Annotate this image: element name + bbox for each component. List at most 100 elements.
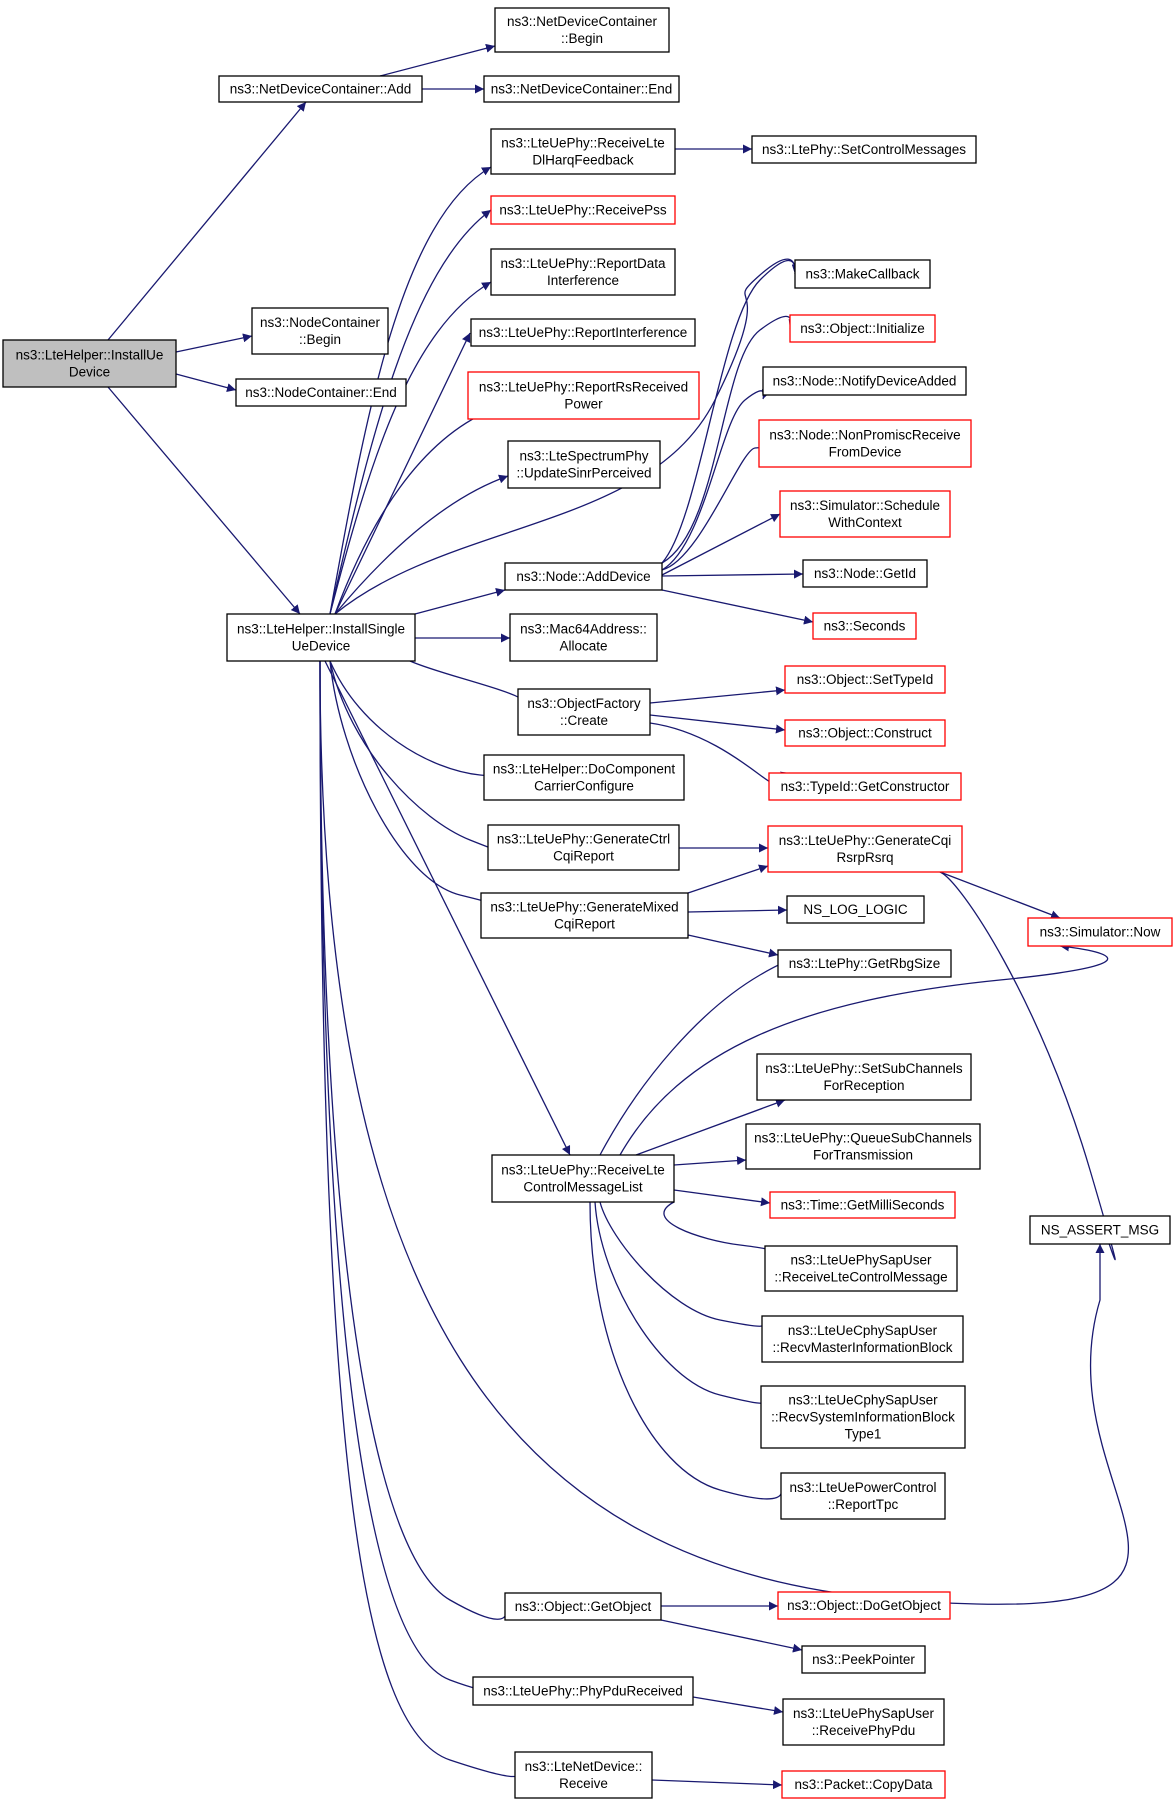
node-ndc-add[interactable]: ns3::NetDeviceContainer::Add xyxy=(218,75,423,103)
node-label: ::ReportTpc xyxy=(828,1497,899,1512)
node-label: ns3::Object::Initialize xyxy=(800,321,925,336)
node-recv-pss[interactable]: ns3::LteUePhy::ReceivePss xyxy=(490,195,676,225)
node-box xyxy=(769,1191,956,1219)
node-box xyxy=(762,366,967,396)
node-label: ns3::LteHelper::DoComponent xyxy=(493,762,676,777)
node-update-sinr[interactable]: ns3::LteSpectrumPhy::UpdateSinrPerceived xyxy=(507,440,661,489)
edge-install_single-to-obj_getobject xyxy=(319,660,513,1620)
node-label: CqiReport xyxy=(554,917,615,932)
node-box xyxy=(768,772,962,801)
node-typeid-getctor[interactable]: ns3::TypeId::GetConstructor xyxy=(768,772,962,801)
node-box xyxy=(487,824,680,871)
node-ns-log-logic[interactable]: NS_LOG_LOGIC xyxy=(786,895,925,924)
node-label: ns3::LteUePhy::PhyPduReceived xyxy=(483,1684,683,1699)
node-label: ns3::Object::GetObject xyxy=(515,1599,652,1614)
edge-install_single-to-report_rsrp xyxy=(334,409,492,615)
node-do-cc-config[interactable]: ns3::LteHelper::DoComponentCarrierConfig… xyxy=(483,754,685,801)
node-box xyxy=(490,248,676,296)
node-netdev-receive[interactable]: ns3::LteNetDevice::Receive xyxy=(514,1751,653,1799)
node-sap-recv-ctrl[interactable]: ns3::LteUePhySapUser::ReceiveLteControlM… xyxy=(764,1245,958,1292)
node-recv-mib[interactable]: ns3::LteUeCphySapUser::RecvMasterInforma… xyxy=(761,1315,964,1363)
node-label: ns3::NodeContainer::End xyxy=(245,385,397,400)
edge-install_single-to-recv_pss xyxy=(329,209,492,615)
edge-gen_cqi_rsrp-to-sim_now xyxy=(939,871,1061,919)
node-obj-initialize[interactable]: ns3::Object::Initialize xyxy=(789,314,936,343)
node-obj-settypeid[interactable]: ns3::Object::SetTypeId xyxy=(784,665,946,694)
edge-recv_ctrl_list-to-queue_subch_tx xyxy=(673,1156,747,1166)
node-report-tpc[interactable]: ns3::LteUePowerControl::ReportTpc xyxy=(780,1472,946,1520)
node-label: ns3::LteUePhy::ReceiveLte xyxy=(501,136,665,151)
node-label: Receive xyxy=(559,1776,608,1791)
node-label: ns3::LtePhy::SetControlMessages xyxy=(762,142,966,157)
node-nc-end[interactable]: ns3::NodeContainer::End xyxy=(235,378,407,407)
node-label: ns3::LteUePhy::SetSubChannels xyxy=(765,1061,963,1076)
node-queue-subch-tx[interactable]: ns3::LteUePhy::QueueSubChannelsForTransm… xyxy=(745,1123,981,1170)
node-box xyxy=(480,892,689,939)
node-set-ctrl-msgs[interactable]: ns3::LtePhy::SetControlMessages xyxy=(751,135,977,164)
node-mac64-alloc[interactable]: ns3::Mac64Address::Allocate xyxy=(509,613,658,662)
node-make-callback[interactable]: ns3::MakeCallback xyxy=(794,259,931,289)
edge-node_add_device-to-schedule_ctx xyxy=(661,513,781,576)
node-ns-assert-msg[interactable]: NS_ASSERT_MSG xyxy=(1029,1215,1171,1245)
node-node-add-device[interactable]: ns3::Node::AddDevice xyxy=(504,562,663,591)
node-obj-dogetobject[interactable]: ns3::Object::DoGetObject xyxy=(777,1591,951,1620)
node-box xyxy=(794,259,931,289)
node-sap-recv-phy-pdu[interactable]: ns3::LteUePhySapUser::ReceivePhyPdu xyxy=(782,1698,945,1746)
edge-ndc_add-to-ndc_begin xyxy=(379,43,496,77)
node-label: ns3::NodeContainer xyxy=(260,315,381,330)
node-box xyxy=(509,613,658,662)
node-obj-construct[interactable]: ns3::Object::Construct xyxy=(784,719,946,747)
node-box xyxy=(745,1123,981,1170)
node-label: ns3::Node::NotifyDeviceAdded xyxy=(773,374,957,389)
node-label: Device xyxy=(69,365,110,380)
node-box xyxy=(812,612,917,640)
node-ndc-begin[interactable]: ns3::NetDeviceContainer::Begin xyxy=(494,7,670,53)
node-node-getid[interactable]: ns3::Node::GetId xyxy=(802,559,928,588)
node-box xyxy=(780,1472,946,1520)
node-ndc-end[interactable]: ns3::NetDeviceContainer::End xyxy=(483,75,680,103)
node-seconds[interactable]: ns3::Seconds xyxy=(812,612,917,640)
node-set-subch-rx[interactable]: ns3::LteUePhy::SetSubChannelsForReceptio… xyxy=(756,1053,972,1101)
node-label: ns3::LteHelper::InstallUe xyxy=(16,348,164,363)
node-notify-dev-added[interactable]: ns3::Node::NotifyDeviceAdded xyxy=(762,366,967,396)
edge-root-to-install_single xyxy=(107,386,301,615)
edge-netdev_receive-to-packet_copydata xyxy=(651,1779,783,1790)
node-get-millis[interactable]: ns3::Time::GetMilliSeconds xyxy=(769,1191,956,1219)
node-label: ::Create xyxy=(560,713,608,728)
node-phy-pdu-received[interactable]: ns3::LteUePhy::PhyPduReceived xyxy=(472,1676,694,1706)
node-report-interf[interactable]: ns3::LteUePhy::ReportInterference xyxy=(470,318,696,347)
node-box xyxy=(786,895,925,924)
edge-root-to-nc_end xyxy=(175,373,237,393)
node-recv-sib1[interactable]: ns3::LteUeCphySapUser::RecvSystemInforma… xyxy=(760,1385,966,1449)
node-label: ns3::Mac64Address:: xyxy=(520,622,647,637)
node-sim-now[interactable]: ns3::Simulator::Now xyxy=(1027,917,1173,947)
node-box xyxy=(789,314,936,343)
node-box xyxy=(490,195,676,225)
node-get-rbg-size[interactable]: ns3::LtePhy::GetRbgSize xyxy=(777,949,952,978)
node-label: ns3::LteUeCphySapUser xyxy=(788,1323,938,1338)
node-box xyxy=(767,825,963,873)
edge-recv_ctrl_list-to-sap_recv_ctrl xyxy=(663,1201,775,1255)
node-label: ns3::LtePhy::GetRbgSize xyxy=(789,956,941,971)
edge-objfactory_create-to-obj_settypeid xyxy=(649,686,786,704)
node-peek-pointer[interactable]: ns3::PeekPointer xyxy=(801,1645,926,1674)
edge-obj_getobject-to-peek_pointer xyxy=(660,1619,803,1653)
node-recv-ctrl-list[interactable]: ns3::LteUePhy::ReceiveLteControlMessageL… xyxy=(491,1154,675,1203)
node-obj-getobject[interactable]: ns3::Object::GetObject xyxy=(504,1592,662,1621)
node-box xyxy=(751,135,977,164)
node-packet-copydata[interactable]: ns3::Packet::CopyData xyxy=(781,1770,946,1799)
node-objfactory-create[interactable]: ns3::ObjectFactory::Create xyxy=(517,688,651,736)
node-label: FromDevice xyxy=(829,445,902,460)
node-nc-begin[interactable]: ns3::NodeContainer::Begin xyxy=(251,307,389,355)
